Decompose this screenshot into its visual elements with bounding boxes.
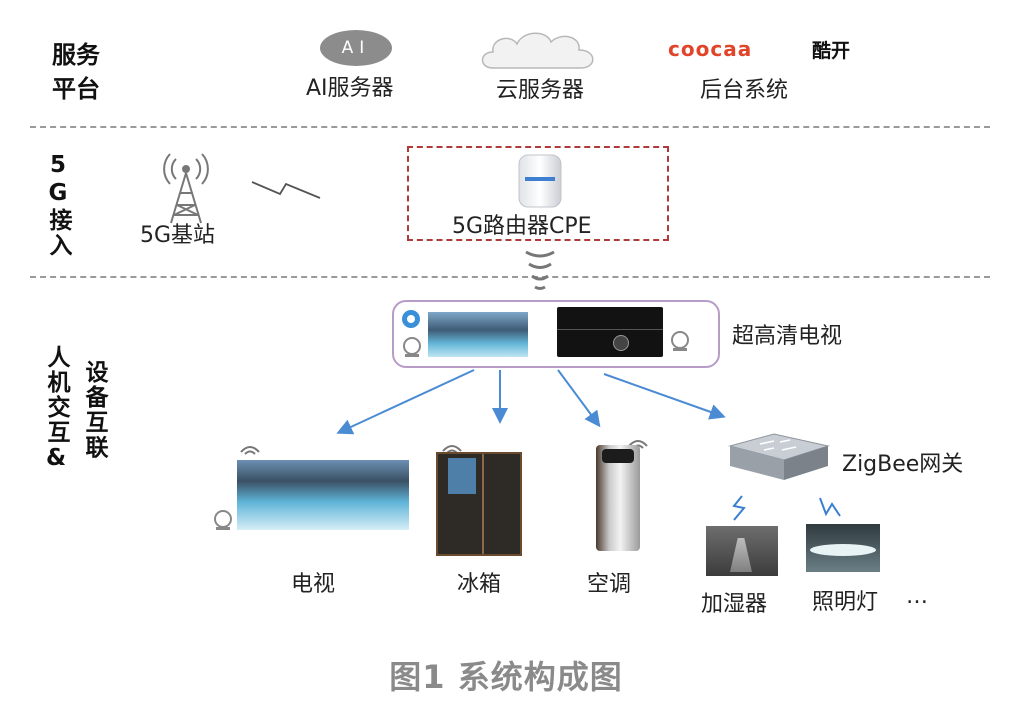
zigbee-gateway-icon	[728, 433, 830, 480]
fridge-image	[436, 452, 522, 556]
uhd-tv-group	[392, 300, 720, 368]
ai-server-icon: AI	[320, 30, 392, 66]
coocaa-logo-cn: 酷开	[812, 40, 851, 62]
wireless-link-icon	[251, 181, 321, 199]
camera-icon	[403, 337, 421, 357]
humidifier-label: 加湿器	[701, 592, 768, 617]
figure-caption: 图1 系统构成图	[389, 658, 623, 696]
coocaa-logo: coocaa	[668, 37, 753, 61]
section-divider-top	[30, 126, 990, 128]
ac-label: 空调	[587, 572, 632, 597]
section-label-5g-access: 5G接入	[45, 152, 71, 258]
zigbee-link-humidifier-icon	[732, 495, 746, 521]
zigbee-link-lighting-icon	[819, 497, 841, 517]
arrow-to-tv	[336, 369, 475, 435]
router-cpe-label: 5G路由器CPE	[452, 214, 592, 239]
lighting-label: 照明灯	[812, 590, 879, 615]
arrow-to-gateway	[603, 373, 726, 420]
section-label-device-interconnect: 设备互联	[81, 360, 107, 460]
section-divider-bottom	[30, 276, 990, 278]
cell-tower-icon	[163, 153, 209, 224]
fridge-label: 冰箱	[457, 572, 502, 597]
router-icon	[518, 154, 562, 208]
ac-image	[596, 445, 640, 551]
lighting-image	[806, 524, 880, 572]
base-station-label: 5G基站	[140, 223, 216, 248]
tv-wifi-icon	[240, 446, 260, 455]
tv-label: 电视	[291, 572, 336, 597]
arrow-to-ac	[557, 369, 601, 428]
voice-assistant-icon	[402, 310, 420, 328]
uhd-tv-screen-image	[428, 312, 528, 357]
section-label-hci: 人机交互&	[43, 345, 69, 473]
uhd-tv-label: 超高清电视	[732, 324, 843, 349]
wifi-signal-icon	[525, 250, 555, 290]
zigbee-gateway-label: ZigBee网关	[842, 452, 964, 477]
cloud-icon	[481, 32, 594, 69]
ai-server-label: AI服务器	[306, 76, 394, 101]
more-devices-ellipsis: …	[906, 584, 928, 609]
backend-system-label: 后台系统	[700, 78, 789, 103]
tv-camera-icon	[214, 510, 232, 530]
cloud-server-label: 云服务器	[496, 78, 585, 103]
section-label-service-platform: 服务平台	[52, 41, 100, 103]
router-cpe-box	[407, 146, 669, 241]
humidifier-image	[706, 526, 778, 576]
camera-icon-right	[671, 331, 689, 351]
smart-screen-image	[557, 307, 663, 357]
tv-screen-image	[237, 460, 409, 530]
